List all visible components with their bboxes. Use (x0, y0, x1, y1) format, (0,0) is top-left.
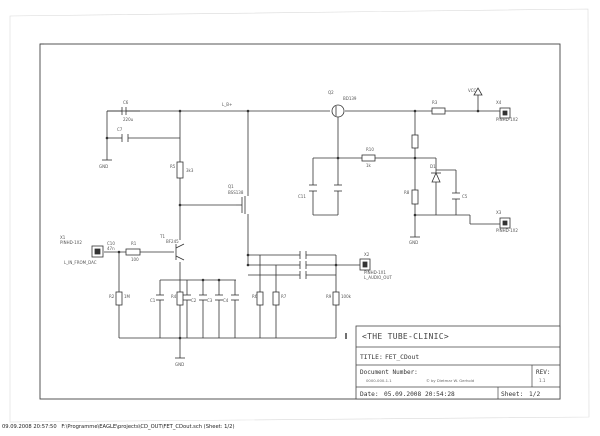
copyright-text: © by Dietmar W. Gerhold (426, 378, 475, 383)
label-r10: R10 (366, 147, 374, 152)
label-gnd-1: GND (99, 164, 108, 169)
label-r3: R3 (432, 100, 438, 105)
rev-label: REV: (536, 369, 550, 376)
label-net-lb: L_B+ (222, 102, 232, 107)
company-name: <THE TUBE-CLINIC> (362, 332, 449, 341)
label-q2: Q2 (328, 90, 334, 95)
label-r5: R5 (170, 164, 176, 169)
label-r1-value: 100 (131, 257, 139, 262)
rev-value: 1.1 (539, 378, 546, 383)
label-c5: C5 (462, 194, 468, 199)
doc-number-label: Document Number: (360, 369, 418, 376)
label-x3: X3 (496, 210, 502, 215)
label-r5-value: 3k3 (186, 168, 194, 173)
label-x2-net: L_AUDIO_OUT (364, 275, 392, 280)
print-footer: 09.09.2008 20:57:50 F:\Programme\EAGLE\p… (2, 424, 237, 430)
title-value: FET_CDout (385, 354, 419, 361)
print-timestamp: 09.09.2008 20:57:50 (2, 424, 57, 430)
label-x2-sub: PINHD-1X1 (364, 270, 386, 275)
label-r8: R8 (404, 190, 410, 195)
label-r7: R7 (281, 294, 287, 299)
title-block: <THE TUBE-CLINIC> TITLE: FET_CDout Docum… (355, 325, 561, 400)
label-t1: T1 (159, 234, 165, 239)
label-x1-net: L_IN_FROM_DAC (64, 260, 97, 265)
label-x2: X2 (364, 252, 370, 257)
label-c10-value: 47n (107, 246, 115, 251)
label-c2: C2 (191, 298, 197, 303)
label-r6: R6 (252, 294, 258, 299)
label-x1-sub: PINHD-1X2 (60, 240, 82, 245)
label-c4: C4 (223, 298, 229, 303)
label-c3: C3 (207, 298, 213, 303)
wires (104, 95, 501, 358)
label-x1: X1 (60, 235, 66, 240)
label-r10-value: 1k (366, 163, 372, 168)
label-q2-value: BD139 (343, 96, 357, 101)
title-label: TITLE: (360, 354, 383, 361)
file-path: F:\Programme\EAGLE\projects\CD_OUT\FET_C… (61, 424, 235, 430)
label-d1: D1 (430, 164, 436, 169)
label-q1: Q1 (228, 184, 234, 189)
label-c1: C1 (150, 298, 156, 303)
label-r9-value: 100k (341, 294, 352, 299)
junctions (105, 109, 480, 340)
label-c7: C7 (117, 127, 123, 132)
label-x3-sub: PINHD-1X2 (496, 228, 518, 233)
components (91, 87, 511, 359)
label-gnd-3: GND (175, 362, 184, 367)
label-x4-sub: PINHD-1X2 (496, 117, 518, 122)
sheet-value: 1/2 (529, 391, 540, 398)
date-value: 05.09.2008 20:54:28 (384, 391, 455, 398)
label-vcc: VCC (468, 88, 477, 93)
sheet-label: Sheet: (501, 391, 523, 398)
label-r2-value: 1M (124, 294, 131, 299)
label-c6-value: 220u (123, 117, 134, 122)
label-t1-value: BF245 (166, 239, 179, 244)
label-gnd-2: GND (409, 240, 418, 245)
label-c10: C10 (107, 241, 115, 246)
label-r9: R9 (326, 294, 332, 299)
date-label: Date: (360, 391, 379, 398)
label-r2: R2 (109, 294, 115, 299)
label-q1-value: BSS138 (228, 190, 244, 195)
doc-number-value: 0000-000-1.1 (366, 378, 392, 383)
label-c6: C6 (123, 100, 129, 105)
label-c11: C11 (298, 194, 306, 199)
label-x4: X4 (496, 100, 502, 105)
drawing-frame (39, 43, 561, 400)
label-r4: R4 (171, 294, 177, 299)
label-r1: R1 (131, 241, 137, 246)
